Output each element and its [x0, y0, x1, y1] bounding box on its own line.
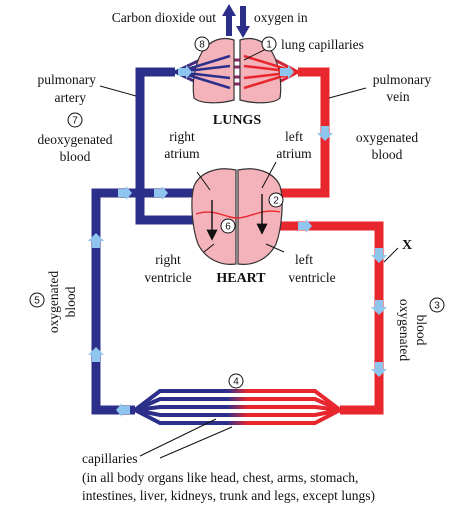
aorta-vessel	[275, 221, 384, 415]
step-1-number: 1	[266, 40, 272, 51]
right-atrium-label-line2: atrium	[164, 146, 200, 161]
organs-label-line1: (in all body organs like head, chest, ar…	[82, 470, 358, 485]
step-4-circle	[228, 373, 244, 389]
flow-arrow-aorta-down-2	[371, 300, 387, 315]
oxygen-in-arrow	[236, 6, 250, 38]
step-2-number: 2	[273, 196, 279, 207]
flow-arrow-venous-top-1	[118, 186, 132, 200]
step-7-number: 7	[72, 116, 78, 127]
flow-arrow-lung-out	[280, 65, 294, 79]
capillaries-label: capillaries	[82, 451, 137, 466]
step-6-number: 6	[225, 222, 231, 233]
flow-arrow-venous-up-2	[88, 347, 104, 362]
co2-out-arrow	[222, 4, 236, 36]
right-atrium-label-line1: right	[169, 129, 195, 144]
pulmonary-vein-label-line1: pulmonary	[373, 72, 432, 87]
flow-arrow-venous-top-2	[154, 186, 168, 200]
step-3-circle	[429, 297, 445, 313]
pulmonary-artery-vessel	[135, 67, 195, 225]
left-atrium-label-line2: atrium	[276, 146, 312, 161]
step-8-number: 8	[199, 40, 205, 51]
pulmonary-artery-label-line2: artery	[55, 90, 87, 105]
oxygenated-blood-far-right-label-line2: blood	[414, 315, 429, 346]
step-5-number: 5	[34, 296, 40, 307]
step-2-circle	[268, 192, 284, 208]
heart-right-half	[237, 168, 283, 265]
flow-arrow-aorta-down-1	[371, 248, 387, 263]
co2-out-label: Carbon dioxide out	[112, 10, 216, 25]
heart-left-half	[191, 168, 237, 265]
oxygenated-blood-right-label-line1: oxygenated	[356, 130, 418, 145]
flow-arrows	[88, 65, 387, 417]
heart-label: HEART	[216, 271, 266, 286]
oxygenated-blood-left-label-line2: blood	[63, 286, 78, 317]
step-5-circle	[29, 292, 45, 308]
step-4-number: 4	[233, 377, 239, 388]
lung-capillaries-label: lung capillaries	[281, 37, 364, 52]
x-marker-label: X	[402, 238, 412, 253]
step-8-circle	[194, 36, 210, 52]
deoxygenated-blood-label-line1: deoxygenated	[38, 132, 113, 147]
body-capillary-bundle	[133, 389, 342, 425]
right-ventricle-label-line1: right	[155, 252, 181, 267]
step-1-circle	[261, 36, 277, 52]
flow-arrow-aorta-right	[298, 219, 312, 233]
oxygenated-blood-left-label-line1: oxygenated	[46, 271, 61, 333]
pulmonary-vein-label-line2: vein	[386, 89, 409, 104]
step-circles	[29, 36, 445, 389]
right-ventricle-label-line2: ventricle	[144, 270, 191, 285]
flow-arrow-venous-up-1	[88, 233, 104, 248]
heart-septum-curve	[195, 210, 281, 219]
left-ventricle-label-line1: left	[295, 252, 313, 267]
step-6-circle	[220, 218, 236, 234]
flow-arrow-lung-in	[178, 65, 192, 79]
heart	[191, 168, 283, 265]
flow-arrow-venous-left	[116, 403, 130, 417]
oxygenated-blood-far-right-label-line1: oxygenated	[397, 299, 412, 361]
left-atrium-label-line1: left	[285, 129, 303, 144]
step-7-circle	[67, 112, 83, 128]
flow-arrow-aorta-down-3	[371, 362, 387, 377]
lungs-label: LUNGS	[213, 113, 261, 128]
vena-cava-vessel	[91, 188, 195, 415]
organs-label-line2: intestines, liver, kidneys, trunk and le…	[82, 488, 375, 503]
oxygenated-blood-right-label-line2: blood	[372, 147, 403, 162]
left-ventricle-label-line2: ventricle	[288, 270, 335, 285]
deoxygenated-blood-label-line2: blood	[60, 149, 91, 164]
pulmonary-artery-label-line1: pulmonary	[38, 72, 97, 87]
oxygen-in-label: oxygen in	[254, 10, 308, 25]
step-3-number: 3	[434, 301, 440, 312]
flow-arrow-pulmonary-vein	[317, 126, 333, 141]
